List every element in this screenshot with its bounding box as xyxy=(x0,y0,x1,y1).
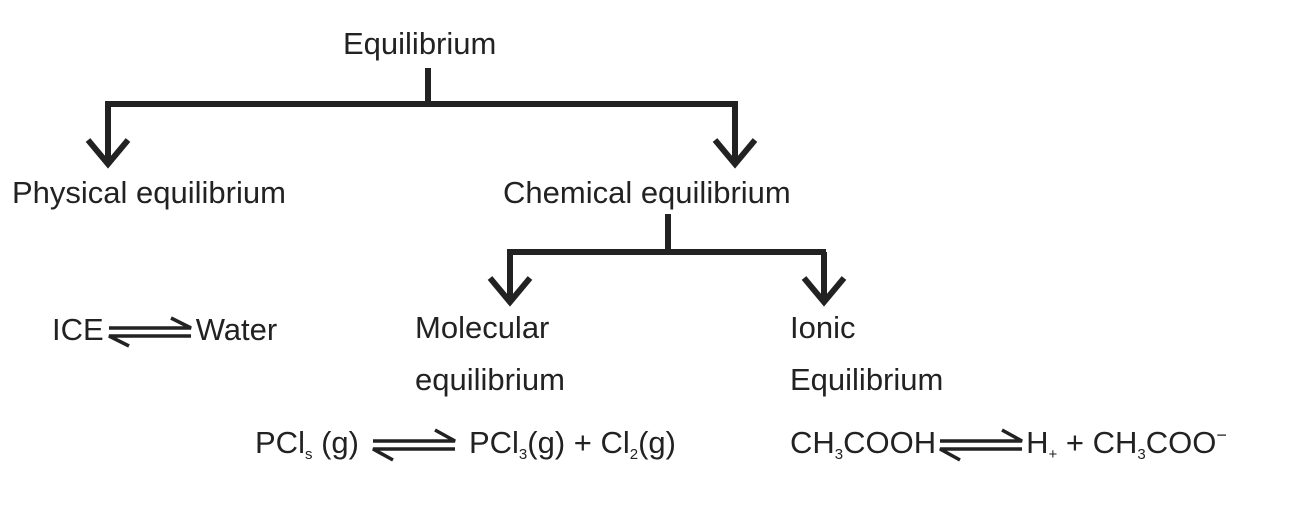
chemical-equilibrium-node: Chemical equilibrium xyxy=(503,175,791,210)
physical-example: ICE Water xyxy=(52,312,277,348)
formula-part: CH xyxy=(790,425,835,460)
physical-equilibrium-node: Physical equilibrium xyxy=(12,175,286,210)
arrowhead-chemical xyxy=(712,138,758,169)
formula-part: (g) + Cl xyxy=(527,425,630,460)
molecular-node-line2: equilibrium xyxy=(415,362,565,397)
formula-part: PCl xyxy=(255,425,305,460)
subscript: 3 xyxy=(1137,446,1146,463)
reactant: ICE xyxy=(52,312,104,347)
ionic-node-line2: Equilibrium xyxy=(790,362,944,397)
equilibrium-arrows-icon xyxy=(939,428,1023,462)
formula-part: H xyxy=(1026,425,1049,460)
subscript: 2 xyxy=(629,446,639,463)
superscript: − xyxy=(1216,425,1227,445)
formula-part: COO xyxy=(1145,425,1217,460)
formula-part: (g) xyxy=(312,425,359,460)
subscript: s xyxy=(304,446,313,463)
ionic-node-line1: Ionic xyxy=(790,310,856,345)
root-node: Equilibrium xyxy=(343,26,497,61)
formula-part: (g) xyxy=(638,425,676,460)
subscript: 3 xyxy=(518,446,528,463)
formula-part: + CH xyxy=(1057,425,1138,460)
equilibrium-arrows-icon xyxy=(372,428,456,462)
subscript: + xyxy=(1048,446,1058,463)
equilibrium-arrows-icon xyxy=(107,316,192,348)
formula-part: PCl xyxy=(468,425,519,460)
molecular-node-line1: Molecular xyxy=(415,310,550,345)
arrowhead-molecular xyxy=(487,276,533,307)
arrowhead-physical xyxy=(85,138,131,169)
formula-part: COOH xyxy=(843,425,937,460)
product: Water xyxy=(195,312,278,347)
subscript: 3 xyxy=(834,446,844,463)
molecular-example: PCls (g)PCl3(g) + Cl2(g) xyxy=(255,425,676,462)
arrowhead-ionic xyxy=(801,276,847,307)
